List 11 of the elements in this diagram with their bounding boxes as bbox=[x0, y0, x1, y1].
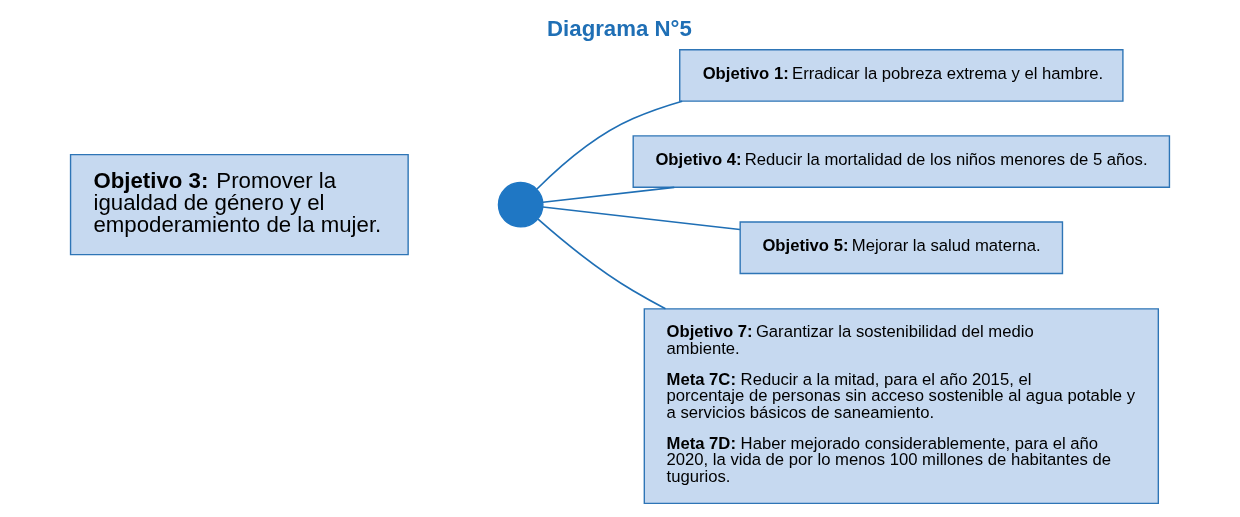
node-box: Objetivo 4: Reducir la mortalidad de los niños menores de 5 años. bbox=[632, 135, 1171, 188]
connector bbox=[536, 100, 684, 190]
connector bbox=[537, 218, 667, 310]
node-box: Objetivo 1: Erradicar la pobreza extrema y el hambre. bbox=[679, 49, 1124, 102]
connector bbox=[542, 186, 676, 204]
node-circle bbox=[497, 181, 544, 228]
node-box: Objetivo 3: Promover la igualdad de género y el empoderamiento de la mujer. bbox=[69, 153, 409, 256]
node-box: Objetivo 5: Mejorar la salud materna. bbox=[739, 221, 1064, 275]
diagram-title: Diagrama N°5 bbox=[547, 15, 692, 41]
node-box: Objetivo 7: Garantizar la sostenibilidad del medio ambiente. Meta 7C: Reducir a la mitad, para el año 2015, el porcentaje de personas sin acceso sostenible al agua potable y a servicios básicos de saneamiento. Meta 7D: Haber mejorado considerablemente, para el año 2020, la vida de por lo menos 100 millones de habitantes de tugurios. bbox=[643, 308, 1160, 505]
connector bbox=[542, 206, 741, 231]
